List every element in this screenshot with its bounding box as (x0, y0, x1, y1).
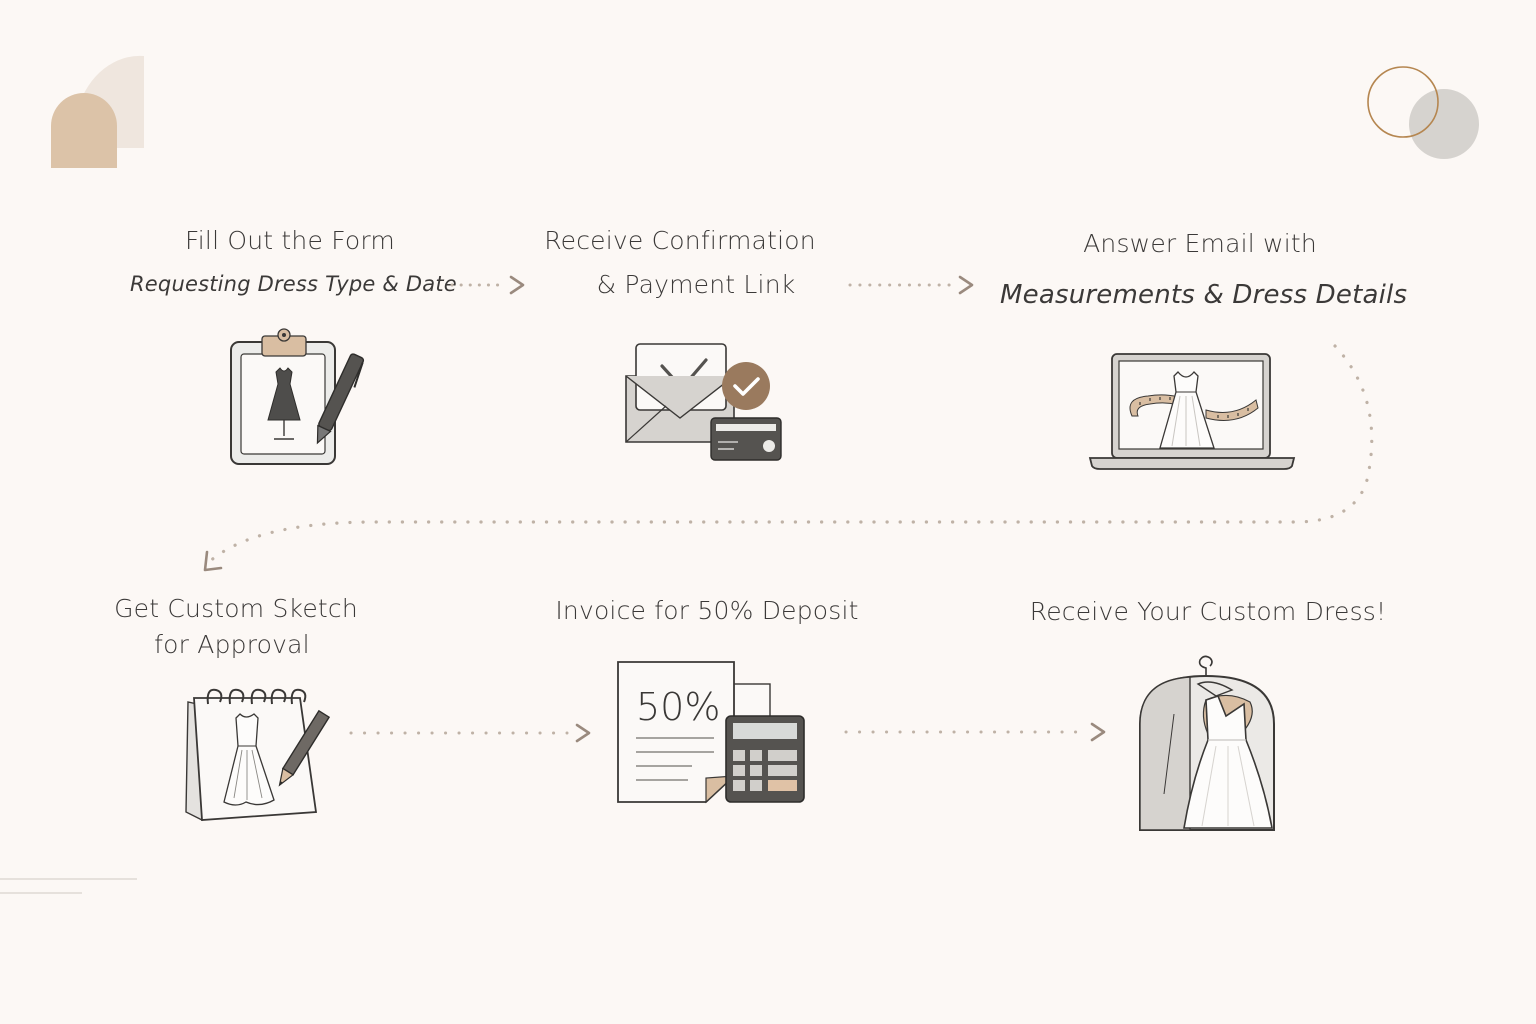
invoice-percent-text: 50% (636, 685, 720, 729)
step-6-title: Receive Your Custom Dress! (1029, 597, 1387, 626)
connector-arrow-1-2 (450, 275, 525, 295)
step-4-subtitle: for Approval (154, 630, 310, 659)
step-5-title: Invoice for 50% Deposit (555, 596, 859, 625)
clipboard-dress-pen-icon (230, 328, 365, 465)
step-2-title: Receive Confirmation (544, 226, 816, 255)
decorative-circles (1367, 66, 1479, 159)
sketchbook-dress-pencil-icon (185, 688, 331, 822)
garment-bag-dress-icon (1139, 655, 1275, 831)
step-3-title: Answer Email with (1083, 229, 1317, 258)
envelope-check-card-icon (625, 343, 782, 461)
connector-arrow-5-6 (844, 722, 1106, 742)
step-1-title: Fill Out the Form (185, 226, 395, 255)
step-3-subtitle: Measurements & Dress Details (1000, 280, 1408, 310)
step-2-subtitle: & Payment Link (596, 270, 796, 299)
connector-arrow-2-3 (848, 275, 974, 295)
decorative-line-long (0, 878, 137, 880)
laptop-dress-measuring-tape-icon (1088, 353, 1296, 470)
connector-curve-3-4 (203, 344, 1374, 572)
invoice-calculator-icon: 50% (617, 661, 805, 804)
decorative-arches (51, 55, 144, 168)
step-4-title: Get Custom Sketch (114, 594, 358, 623)
decorative-line-short (0, 892, 82, 894)
step-1-subtitle: Requesting Dress Type & Date (130, 272, 457, 296)
connector-arrow-4-5 (349, 723, 591, 743)
